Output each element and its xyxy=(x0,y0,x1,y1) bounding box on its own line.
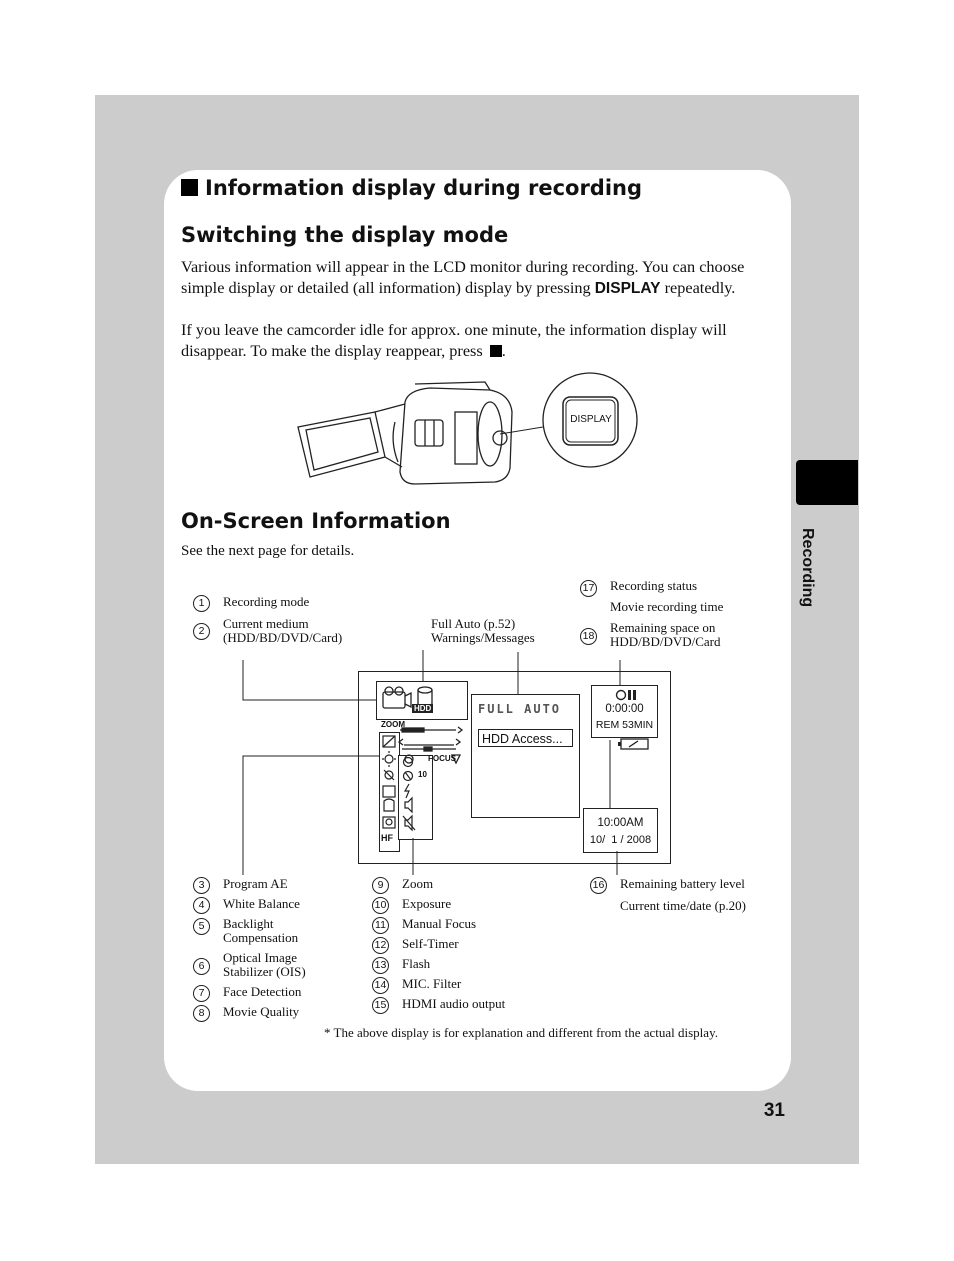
square-bullet-icon xyxy=(181,179,198,196)
callout-number: 5 xyxy=(193,918,210,935)
footnote: * The above display is for explanation a… xyxy=(324,1025,718,1040)
mid-icon-column: 10 xyxy=(398,755,433,840)
hf-tag: HF xyxy=(381,833,393,843)
zoom-tag: ZOOM xyxy=(381,720,405,729)
stop-button-icon xyxy=(489,345,502,357)
callout-label: Movie Quality xyxy=(223,1004,300,1019)
callout-label: Current time/date (p.20) xyxy=(620,898,746,913)
callout-number: 10 xyxy=(372,897,389,914)
callout-number: 13 xyxy=(372,957,389,974)
callout-label: Recording mode xyxy=(223,594,310,609)
callout-label: White Balance xyxy=(223,896,300,911)
callout-number: 6 xyxy=(193,958,210,975)
callout-label: Program AE xyxy=(223,876,288,891)
battery-icon xyxy=(618,738,649,750)
remaining-space: REM 53MIN xyxy=(595,719,654,731)
self-timer-value: 10 xyxy=(418,770,427,779)
page-number: 31 xyxy=(763,1100,785,1121)
subheading-switching: Switching the display mode xyxy=(181,223,509,247)
display-button-label: DISPLAY xyxy=(570,414,612,425)
section-heading: Information display during recording xyxy=(181,176,642,200)
paragraph-display-mode: Various information will appear in the L… xyxy=(181,257,745,297)
callout-number: 15 xyxy=(372,997,389,1014)
callout-number: 3 xyxy=(193,877,210,894)
focus-tag: FOCUS xyxy=(428,754,456,763)
left-icon-column: HF xyxy=(379,732,400,852)
paragraph-idle: If you leave the camcorder idle for appr… xyxy=(181,320,727,360)
callout-label: Remaining battery level xyxy=(620,876,745,891)
hdd-tag: HDD xyxy=(412,704,434,713)
hdd-access-message: HDD Access... xyxy=(478,729,573,747)
recording-status-box: 0:00:00 REM 53MIN xyxy=(591,685,658,738)
callout-number: 14 xyxy=(372,977,389,994)
callout-label: Movie recording time xyxy=(610,599,724,614)
callout-label: Optical Image Stabilizer (OIS) xyxy=(223,950,306,979)
callout-label: Zoom xyxy=(402,876,434,891)
callout-label: Self-Timer xyxy=(402,936,459,951)
callout-label: Flash xyxy=(402,956,431,971)
mode-medium-box: HDD xyxy=(376,681,468,720)
callout-number: 12 xyxy=(372,937,389,954)
callout-number: 16 xyxy=(590,877,607,894)
time-date-box: 10:00AM 10/ 1 / 2008 xyxy=(583,808,658,853)
callout-label: Manual Focus xyxy=(402,916,477,931)
camcorder-illustration xyxy=(297,372,638,485)
chapter-tab xyxy=(796,460,858,505)
callout-number: 11 xyxy=(372,917,389,934)
callout-number: 9 xyxy=(372,877,389,894)
see-next-page: See the next page for details. xyxy=(181,543,355,559)
callout-number: 17 xyxy=(580,580,597,597)
callout-number: 7 xyxy=(193,985,210,1002)
callout-label: Face Detection xyxy=(223,984,302,999)
callout-number: 18 xyxy=(580,628,597,645)
full-auto-indicator: FULL AUTO xyxy=(478,702,562,716)
callout-number: 1 xyxy=(193,595,210,612)
content-panel xyxy=(164,170,791,1091)
warnings-message-box xyxy=(471,694,580,818)
callout-number: 4 xyxy=(193,897,210,914)
callout-label: MIC. Filter xyxy=(402,976,462,991)
callout-label: HDMI audio output xyxy=(402,996,506,1011)
movie-recording-time: 0:00:00 xyxy=(605,703,644,715)
callout-label: Backlight Compensation xyxy=(223,916,299,945)
zoom-exposure-bars xyxy=(398,726,464,765)
callout-label: Current medium (HDD/BD/DVD/Card) xyxy=(223,616,343,645)
current-time: 10:00AM xyxy=(597,817,644,829)
callout-label: Recording status xyxy=(610,578,698,593)
callout-label: Full Auto (p.52) Warnings/Messages xyxy=(431,616,535,645)
callout-label: Remaining space on HDD/BD/DVD/Card xyxy=(610,620,721,649)
callout-number: 2 xyxy=(193,623,210,640)
callout-number: 8 xyxy=(193,1005,210,1022)
callout-label: Exposure xyxy=(402,896,452,911)
subheading-onscreen: On-Screen Information xyxy=(181,509,451,533)
current-date: 10/ 1 / 2008 xyxy=(589,834,652,846)
